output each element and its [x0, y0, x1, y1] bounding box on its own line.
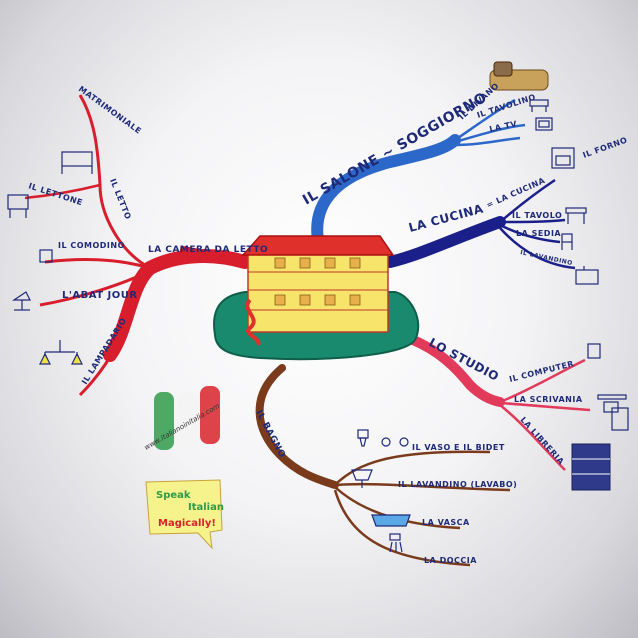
label-tavolo: IL TAVOLO — [512, 211, 562, 220]
branch-cucina — [384, 178, 576, 270]
label-vasca: LA VASCA — [422, 518, 470, 527]
toilet-bidet-icon — [357, 429, 409, 447]
sink-icon — [575, 266, 599, 285]
shower-icon — [389, 533, 403, 553]
label-bagno: IL BAGNO — [253, 409, 287, 460]
label-tv: LA TV — [489, 119, 519, 134]
single-bed-icon — [7, 194, 29, 218]
tv-icon — [535, 117, 553, 131]
nightstand-icon — [39, 249, 53, 263]
branch-studio — [395, 330, 591, 471]
bed-icon — [61, 151, 93, 174]
table-icon — [565, 207, 587, 224]
desk-icon — [597, 394, 629, 431]
branch-camera-da-letto — [24, 94, 252, 397]
badge-line-1: Speak — [156, 490, 191, 501]
label-salone-soggiorno: IL SALONE ~ SOGGIORNO — [300, 90, 490, 209]
label-sedia: LA SEDIA — [516, 229, 561, 238]
bookshelf-icon — [571, 443, 611, 491]
chair-icon — [561, 233, 573, 250]
label-vaso-bidet: IL VASO E IL BIDET — [412, 443, 505, 452]
label-abat-jour: L'ABAT JOUR — [62, 290, 138, 301]
computer-icon — [587, 343, 601, 359]
label-lavandino-lavabo: IL LAVANDINO (LAVABO) — [398, 480, 517, 489]
branch-salone — [311, 98, 526, 246]
label-comodino: IL COMODINO — [58, 241, 125, 250]
oven-icon — [551, 147, 575, 169]
sofa-icon — [489, 61, 549, 91]
label-lettone: IL LETTONE — [27, 181, 84, 207]
label-letto: IL LETTO — [108, 177, 133, 221]
label-camera-da-letto: LA CAMERA DA LETTO — [148, 245, 268, 255]
label-scrivania: LA SCRIVANIA — [514, 395, 583, 404]
badge-line-2: Italian — [188, 502, 224, 513]
coffee-table-icon — [529, 99, 549, 112]
badge-line-3: Magically! — [158, 518, 216, 529]
chandelier-icon — [39, 340, 83, 365]
washbasin-icon — [351, 469, 373, 488]
label-libreria: LA LIBRERIA — [519, 415, 567, 466]
lamp-icon — [12, 291, 31, 311]
house-illustration — [213, 235, 420, 361]
label-forno: IL FORNO — [582, 135, 629, 159]
label-lavandino-cucina: IL LAVANDINO — [520, 249, 574, 267]
italian-flag — [154, 386, 220, 450]
speak-italian-badge: Speak Italian Magically! — [145, 479, 224, 550]
label-lampadario: IL LAMPADARIO — [80, 316, 128, 386]
branch-bagno — [255, 364, 511, 567]
label-doccia: LA DOCCIA — [424, 556, 477, 565]
bathtub-icon — [371, 514, 411, 527]
